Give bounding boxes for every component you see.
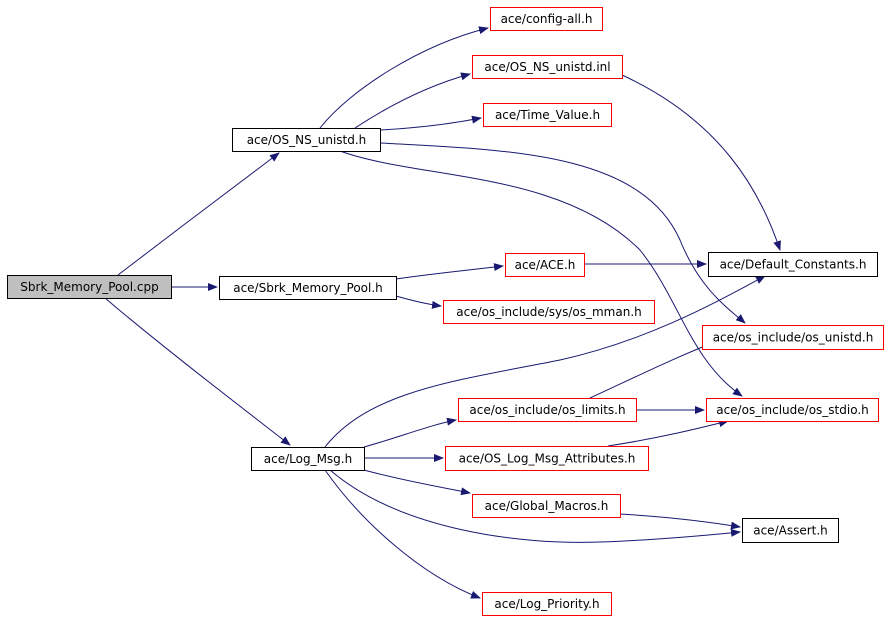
edge-sbrk_h-to-os_mman_h [395,295,442,309]
node-label: ace/Default_Constants.h [720,258,867,272]
node-os-ns-unistd-h[interactable]: ace/OS_NS_unistd.h [232,128,381,152]
node-assert-h[interactable]: ace/Assert.h [742,518,839,543]
edge-os_ns_unistd_h-to-os_unistd_h [379,142,746,324]
node-label: ace/Log_Priority.h [494,597,599,611]
node-box [219,276,397,300]
node-box [443,300,655,324]
edge-log_msg_h-to-assert_h [329,469,741,543]
node-os-log-msg-attr-h[interactable]: ace/OS_Log_Msg_Attributes.h [445,446,649,471]
node-label: ace/OS_NS_unistd.inl [484,60,610,74]
node-os-limits-h[interactable]: ace/os_include/os_limits.h [458,398,637,422]
node-box [706,398,879,422]
edges-layer [104,26,781,599]
edge-log_msg_h-to-default_constants_h [324,275,766,448]
node-box [505,253,585,277]
nodes-layer: Sbrk_Memory_Pool.cppace/OS_NS_unistd.hac… [7,7,884,616]
edge-os_log_msg_attr_h-to-os_stdio_h [607,419,729,447]
node-label: ace/OS_Log_Msg_Attributes.h [459,452,636,466]
edge-log_msg_h-to-log_priority_h [324,469,481,599]
edge-os_ns_unistd_h-to-os_stdio_h [339,150,743,397]
node-label: ace/OS_NS_unistd.h [247,133,367,147]
node-box [483,103,612,127]
edge-sbrk_h-to-ace_h [395,263,504,280]
node-label: ace/Log_Msg.h [264,452,352,466]
node-label: ace/Time_Value.h [495,108,600,122]
node-box [742,518,839,543]
node-box [445,446,649,471]
node-os-unistd-h[interactable]: ace/os_include/os_unistd.h [702,325,884,350]
node-os-ns-unistd-inl[interactable]: ace/OS_NS_unistd.inl [472,55,623,79]
node-label: ace/os_include/os_stdio.h [716,403,869,417]
node-default-constants-h[interactable]: ace/Default_Constants.h [708,252,878,277]
node-box [490,7,603,31]
node-label: ace/Sbrk_Memory_Pool.h [233,281,383,295]
node-box [251,447,365,471]
node-box [708,252,878,277]
edge-sbrk_cpp-to-log_msg_h [104,297,291,446]
edge-log_msg_h-to-global_macros_h [363,469,471,496]
node-log-priority-h[interactable]: ace/Log_Priority.h [482,592,612,616]
node-os-mman-h[interactable]: ace/os_include/sys/os_mman.h [443,300,655,324]
node-label: ace/os_include/os_limits.h [469,403,625,417]
node-box [458,398,637,422]
edge-sbrk_cpp-to-os_ns_unistd_h [117,152,280,276]
node-box [232,128,381,152]
node-box [472,494,621,518]
node-label: ace/os_include/sys/os_mman.h [456,305,642,319]
node-label: ace/config-all.h [501,12,593,26]
edge-os_ns_unistd_h-to-os_ns_unistd_inl [354,72,471,129]
edge-log_msg_h-to-os_limits_h [363,417,457,448]
node-box [472,55,623,79]
node-sbrk-h[interactable]: ace/Sbrk_Memory_Pool.h [219,276,397,300]
node-box [482,592,612,616]
node-config-all-h[interactable]: ace/config-all.h [490,7,603,31]
edge-os_ns_unistd_h-to-time_value_h [379,115,482,131]
node-box [702,325,884,350]
node-label: ace/os_include/os_unistd.h [713,331,874,345]
node-log-msg-h[interactable]: ace/Log_Msg.h [251,447,365,471]
node-box [7,275,172,299]
node-ace-h[interactable]: ace/ACE.h [505,253,585,277]
edge-os_ns_unistd_inl-to-default_constants_h [621,74,781,251]
node-label: ace/ACE.h [515,258,576,272]
node-time-value-h[interactable]: ace/Time_Value.h [483,103,612,127]
node-global-macros-h[interactable]: ace/Global_Macros.h [472,494,621,518]
edge-os_ns_unistd_h-to-config_all_h [319,26,489,129]
node-sbrk-cpp: Sbrk_Memory_Pool.cpp [7,275,172,299]
node-label: ace/Assert.h [753,524,828,538]
edge-global_macros_h-to-assert_h [619,513,741,530]
node-os-stdio-h[interactable]: ace/os_include/os_stdio.h [706,398,879,422]
node-label: ace/Global_Macros.h [485,499,609,513]
node-label: Sbrk_Memory_Pool.cpp [20,280,158,294]
